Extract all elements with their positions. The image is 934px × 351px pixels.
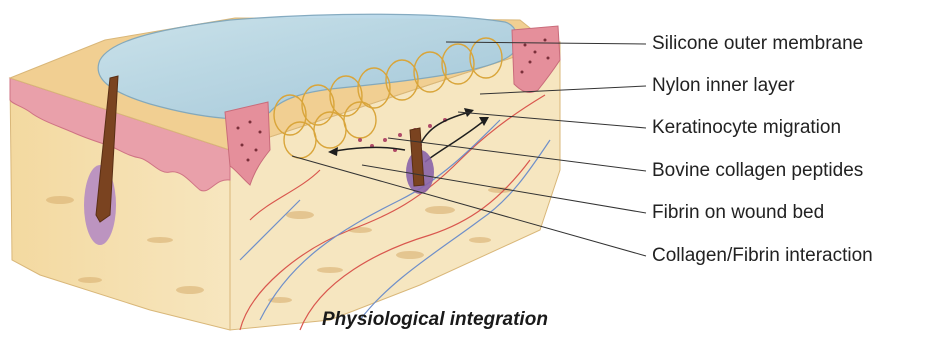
label-nylon-inner-layer: Nylon inner layer (652, 75, 795, 97)
label-keratinocyte-migration: Keratinocyte migration (652, 117, 841, 139)
label-fibrin-on-wound-bed: Fibrin on wound bed (652, 202, 824, 224)
label-silicone-outer-membrane: Silicone outer membrane (652, 33, 863, 55)
label-bovine-collagen-peptides: Bovine collagen peptides (652, 160, 863, 182)
diagram-caption: Physiological integration (322, 309, 548, 331)
label-collagen-fibrin-interaction: Collagen/Fibrin interaction (652, 245, 873, 267)
